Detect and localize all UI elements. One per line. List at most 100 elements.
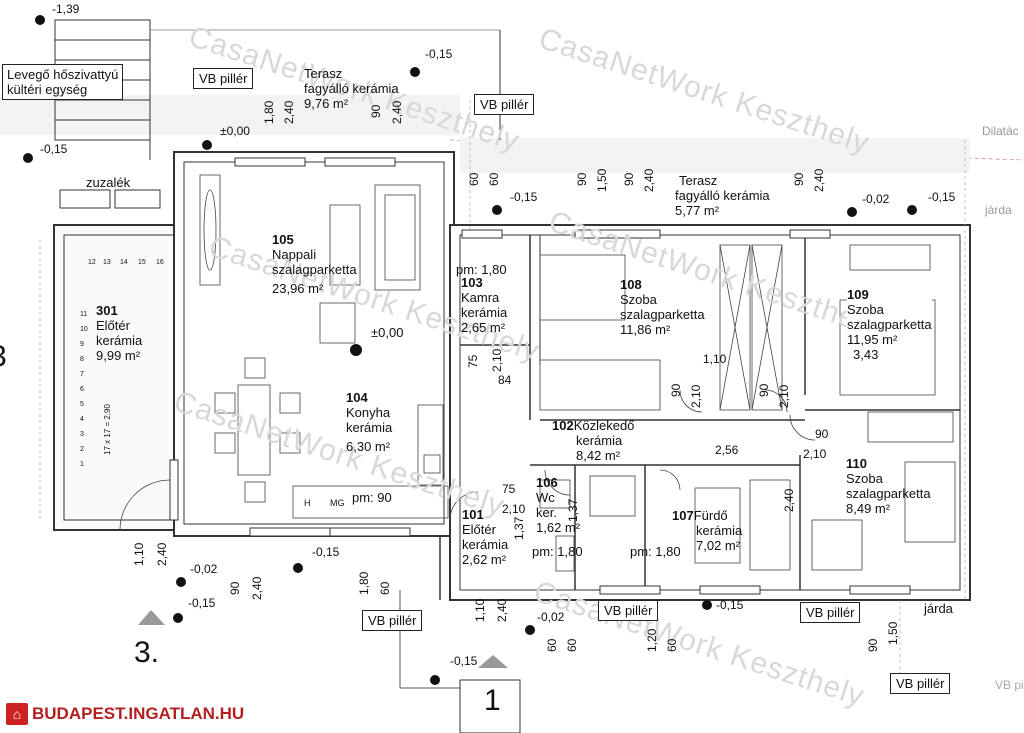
dim-value: 1,20 (645, 628, 659, 652)
room-name: Előtér (462, 522, 496, 537)
dim-value: 90 (228, 581, 242, 595)
furniture (199, 174, 956, 572)
stair-step-number: 1 (80, 461, 84, 468)
room-107: 107Fürdő kerámia 7,02 m² (672, 508, 742, 553)
dim-value: 2,40 (812, 168, 826, 192)
stair-step-number: 11 (80, 311, 88, 318)
room-name: Nappali (272, 247, 317, 262)
room-301: 301 Előtér kerámia 9,99 m² (96, 303, 142, 363)
room-number: 108 (620, 277, 642, 292)
room-floor: kerámia (461, 305, 508, 320)
vb-pillar-label: VB pillér (362, 610, 423, 631)
terrace-label: Terasz fagyálló kerámia 5,77 m² (675, 173, 770, 218)
level-marker-text: -0,02 (862, 192, 890, 206)
room-103: 103 Kamra kerámia 2,65 m² (461, 275, 507, 335)
room-name: Fürdő (693, 508, 728, 523)
dim-value: 90 (792, 172, 806, 186)
level-marker-text: -0,02 (190, 562, 218, 576)
room-name: Kamra (461, 290, 500, 305)
vb-pillar-label: VB pillér (193, 68, 254, 89)
dim-value: 2,56 (715, 443, 739, 457)
room-number: 104 (346, 390, 368, 405)
room-109: 109 Szoba szalagparketta 11,95 m² 3,43 (847, 287, 932, 362)
dim-value: 2,40 (495, 598, 509, 622)
level-left: -0,15 (40, 142, 68, 156)
room-number: 106 (536, 475, 558, 490)
room-area: 9,99 m² (96, 348, 141, 363)
room-108: 108 Szoba szalagparketta 11,86 m² (620, 277, 705, 337)
dim-value: 1,10 (473, 598, 487, 622)
zuzalek-label: zuzalék (86, 175, 131, 190)
jarda-label: járda (924, 601, 953, 616)
vb-pillar-label: VB pillér (598, 600, 659, 621)
dim-value: 60 (545, 638, 559, 652)
heat-pump-line-1: Levegő hőszivattyú (7, 67, 119, 82)
dim-value: 90 (669, 383, 683, 397)
terrace-floor: fagyálló kerámia (675, 188, 770, 203)
level-marker-text: -0,15 (450, 654, 478, 668)
dim-value: 2,40 (155, 542, 169, 566)
stair-step-number: 5 (80, 401, 84, 408)
room-floor: kerámia (696, 523, 743, 538)
stair-step-number: 9 (80, 341, 84, 348)
room-floor: kerámia (96, 333, 143, 348)
dim-value: 90 (757, 383, 771, 397)
house-logo-icon: ⌂ (6, 703, 28, 725)
stair-step-number: 14 (120, 259, 128, 266)
terrace-name: Terasz (679, 173, 718, 188)
external-boxes (59, 189, 521, 733)
stair-step-number: 3 (80, 431, 84, 438)
level-marker-text: -0,15 (312, 545, 340, 559)
room-floor: szalagparketta (272, 262, 357, 277)
stair-step-number: 12 (88, 259, 96, 266)
dilatacio-label: Dilatác (982, 124, 1019, 138)
vb-pillar-label: VB pillér (890, 673, 951, 694)
windows (169, 157, 911, 595)
room-floor: szalagparketta (620, 307, 705, 322)
stair-step-number: 10 (80, 326, 88, 333)
section-arrows (138, 610, 508, 668)
stair-step-number: 16 (156, 259, 164, 266)
room-name: Szoba (846, 471, 883, 486)
door-swings (119, 389, 816, 531)
jarda-label: járda (985, 203, 1012, 217)
room-110: 110 Szoba szalagparketta 8,49 m² (846, 456, 931, 516)
section-mark-1: 1 (484, 684, 501, 717)
dim-value: 1,37 (512, 516, 526, 540)
dim-value: 60 (665, 638, 679, 652)
terrace-area: 9,76 m² (304, 96, 349, 111)
hob-label: H (304, 498, 311, 508)
room-101: 101 Előtér kerámia 2,62 m² (462, 507, 508, 567)
dim-value: 1,80 (357, 571, 371, 595)
dim-value: 60 (565, 638, 579, 652)
room-floor: kerámia (346, 420, 393, 435)
room-name: Előtér (96, 318, 130, 333)
dim-value: 2,40 (782, 488, 796, 512)
terrain-hatch (0, 95, 1024, 173)
room-area: 2,65 m² (461, 320, 506, 335)
level-top: -1,39 (52, 2, 80, 16)
dim-value: 2,40 (642, 168, 656, 192)
level-marker-text: -0,15 (188, 596, 216, 610)
dim-value: 90 (369, 104, 383, 118)
pm-label: pm: 1,80 (456, 262, 507, 277)
vb-pillar-label: VB pillér (474, 94, 535, 115)
room-number: 105 (272, 232, 294, 247)
dim-value: 3,43 (853, 347, 879, 362)
terrace-label: Terasz fagyálló kerámia 9,76 m² (304, 66, 399, 111)
room-area: 1,62 m² (536, 520, 581, 535)
dim-value: 1,50 (886, 621, 900, 645)
room-number: 109 (847, 287, 869, 302)
stair-step-number: 2 (80, 446, 84, 453)
site-logo[interactable]: ⌂ BUDAPEST.INGATLAN.HU (6, 701, 244, 727)
stair-step-number: 6 (80, 386, 84, 393)
stair-step-number: 15 (138, 259, 146, 266)
room-number: 107 (672, 508, 694, 523)
terrace-area: 5,77 m² (675, 203, 720, 218)
pm-label: pm: 90 (352, 490, 392, 505)
stair-step-number: 13 (103, 259, 111, 266)
dim-value: 2,40 (250, 576, 264, 600)
dim-value: 1,80 (262, 100, 276, 124)
room-area: 6,30 m² (346, 439, 391, 454)
room-floor: kerámia (462, 537, 509, 552)
